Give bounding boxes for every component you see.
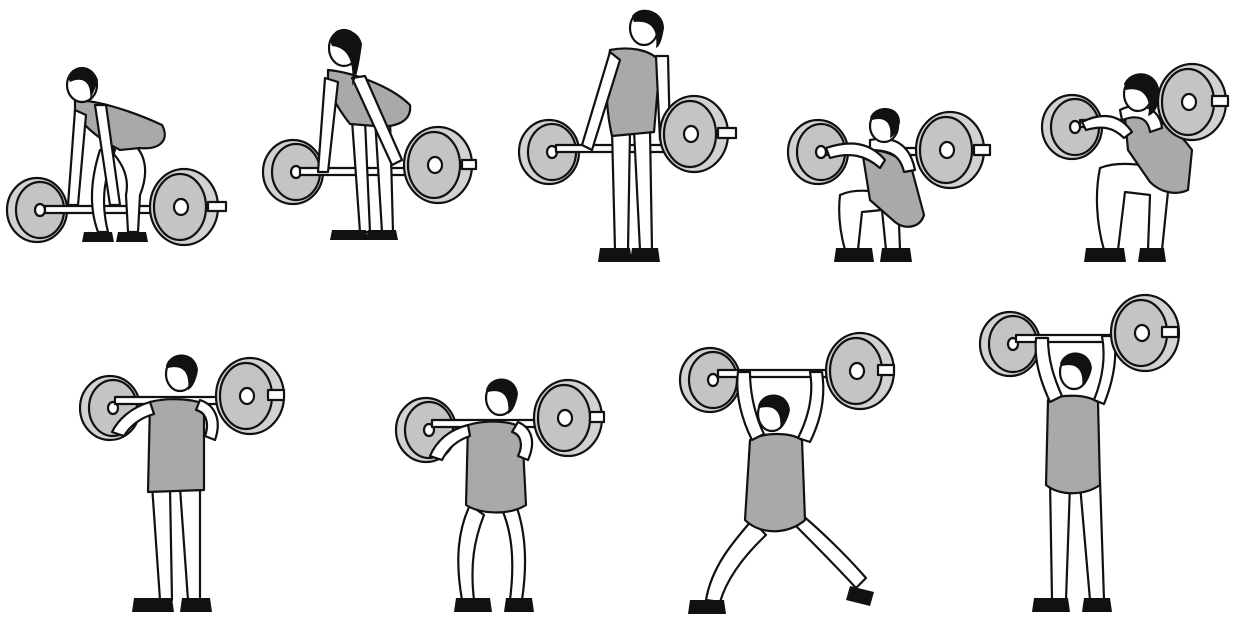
- lifter-shoe: [116, 232, 148, 242]
- lifter-arm: [798, 372, 823, 442]
- barbell-plate-left: [80, 376, 140, 440]
- lifter-leg: [152, 485, 172, 600]
- barbell-sleeve: [268, 390, 284, 400]
- lifter-leg: [1080, 480, 1104, 600]
- frame-front-squat-catch: [788, 108, 990, 262]
- lifter-torso: [148, 399, 204, 492]
- lifter-leg: [634, 130, 652, 250]
- frame-split-jerk: [680, 333, 894, 614]
- lifter-leg: [180, 485, 200, 600]
- barbell-plate-left: [980, 312, 1040, 376]
- lifter-shoe: [180, 598, 212, 612]
- frame-front-rack-stand: [80, 354, 284, 612]
- barbell-sleeve: [462, 160, 476, 169]
- lifter-shoe: [598, 248, 632, 262]
- lifter-torso: [75, 100, 165, 150]
- barbell-sleeve: [1212, 96, 1228, 106]
- lifter-leg: [1050, 480, 1070, 600]
- lifter-shoe: [1084, 248, 1126, 262]
- lifter-shoe: [504, 598, 534, 612]
- frame-setup: [7, 67, 226, 245]
- lifter-arm: [318, 78, 338, 172]
- lifter-shoe: [1138, 248, 1166, 262]
- lifter-shoe: [834, 248, 874, 262]
- lifter-arm: [68, 110, 86, 205]
- barbell-sleeve: [974, 145, 990, 155]
- lifter-leg: [500, 505, 525, 600]
- lifter-shoe: [82, 232, 114, 242]
- frame-dip: [396, 378, 604, 612]
- barbell-sleeve: [718, 128, 736, 138]
- barbell-sleeve: [878, 365, 894, 375]
- lifter-torso: [745, 434, 805, 531]
- lifter-shoe: [330, 230, 368, 240]
- frame-first-pull: [263, 30, 476, 240]
- frame-extension: [519, 10, 736, 262]
- barbell-sleeve: [208, 202, 226, 211]
- lifter-shoe: [366, 230, 398, 240]
- lifter-shoe: [1082, 598, 1112, 612]
- lifter-shoe: [1032, 598, 1070, 612]
- barbell-sleeve: [1162, 327, 1178, 337]
- lifter-leg: [790, 515, 866, 588]
- lifter-leg: [612, 130, 630, 250]
- lifter-shoe: [846, 586, 874, 606]
- lifter-shoe: [132, 598, 174, 612]
- lifter-leg: [706, 520, 766, 602]
- barbell-plate-left: [680, 348, 740, 412]
- lifter-shoe: [630, 248, 660, 262]
- barbell-sleeve: [590, 412, 604, 422]
- lifter-shoe: [454, 598, 492, 612]
- lifter-arm: [1036, 338, 1062, 402]
- lifter-shoe: [688, 600, 726, 614]
- frame-squat-recovery: [1042, 64, 1228, 262]
- frame-overhead-finish: [980, 295, 1179, 612]
- lifter-shoe: [880, 248, 912, 262]
- lifter-torso: [1046, 396, 1100, 494]
- lifter-leg: [458, 505, 484, 600]
